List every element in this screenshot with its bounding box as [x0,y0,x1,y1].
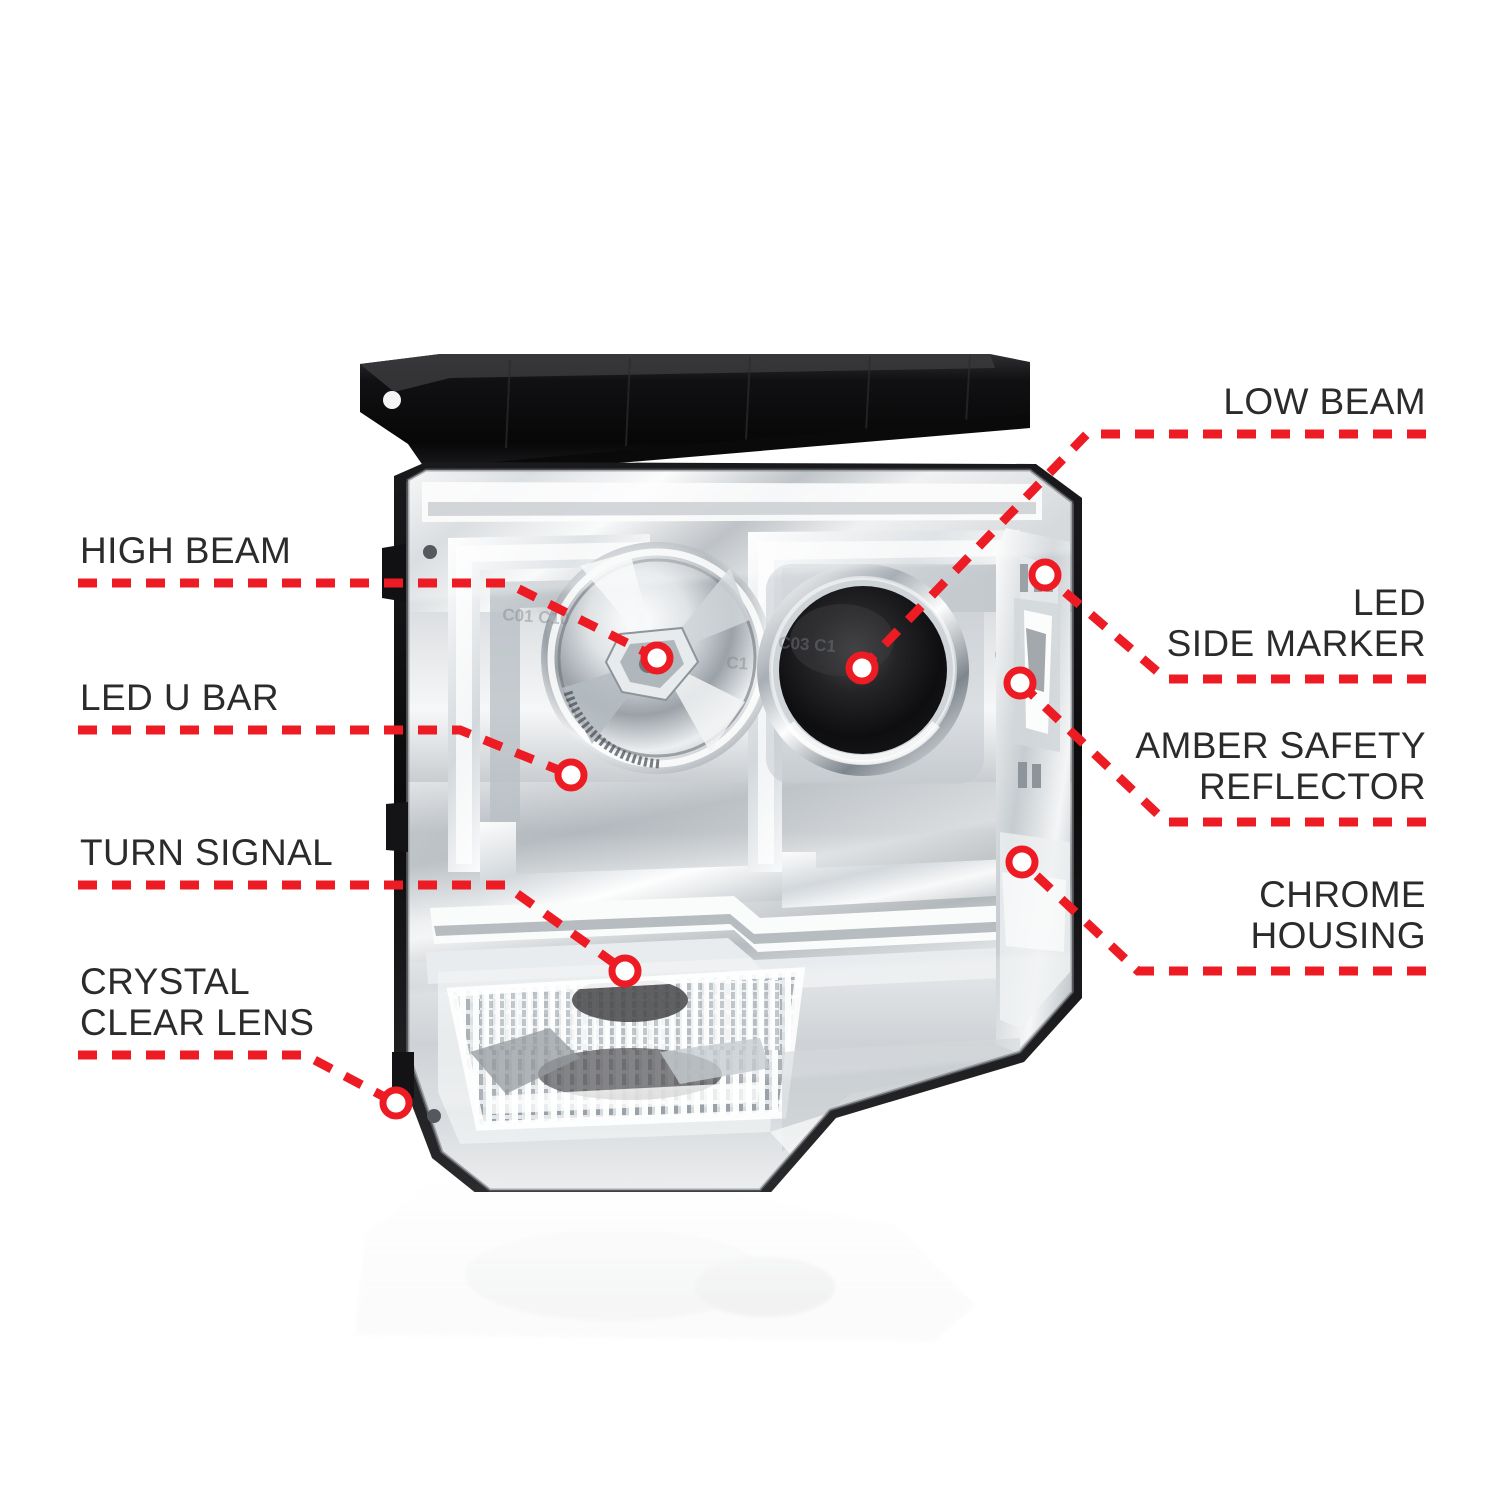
svg-text:C1: C1 [726,653,749,673]
headlight-product-image: C01 C10 C03 C1 C1 C [360,354,1082,1192]
svg-text:C03 C1: C03 C1 [778,633,837,656]
mounting-bracket [360,354,1030,474]
callout-line-2: CLEAR LENS [80,1002,315,1044]
callout-line-1: CHROME [1259,874,1426,915]
lens-interior: C01 C10 C03 C1 C1 C [408,470,1072,1190]
callout-led-u-bar: LED U BAR [80,677,279,718]
product-reflection [355,1175,975,1341]
callout-high-beam: HIGH BEAM [80,530,292,571]
callout-line-2: SIDE MARKER [1166,623,1426,665]
callout-line-1: LED [1352,582,1426,623]
callout-line-2: REFLECTOR [1198,766,1426,808]
callout-line-1: AMBER SAFETY [1135,725,1426,766]
callout-line-2: HOUSING [1250,915,1426,957]
callout-turn-signal: TURN SIGNAL [80,832,334,873]
low-beam-projector [757,564,984,784]
callout-line-1: CRYSTAL [80,961,251,1002]
callout-low-beam: LOW BEAM [1223,381,1426,422]
